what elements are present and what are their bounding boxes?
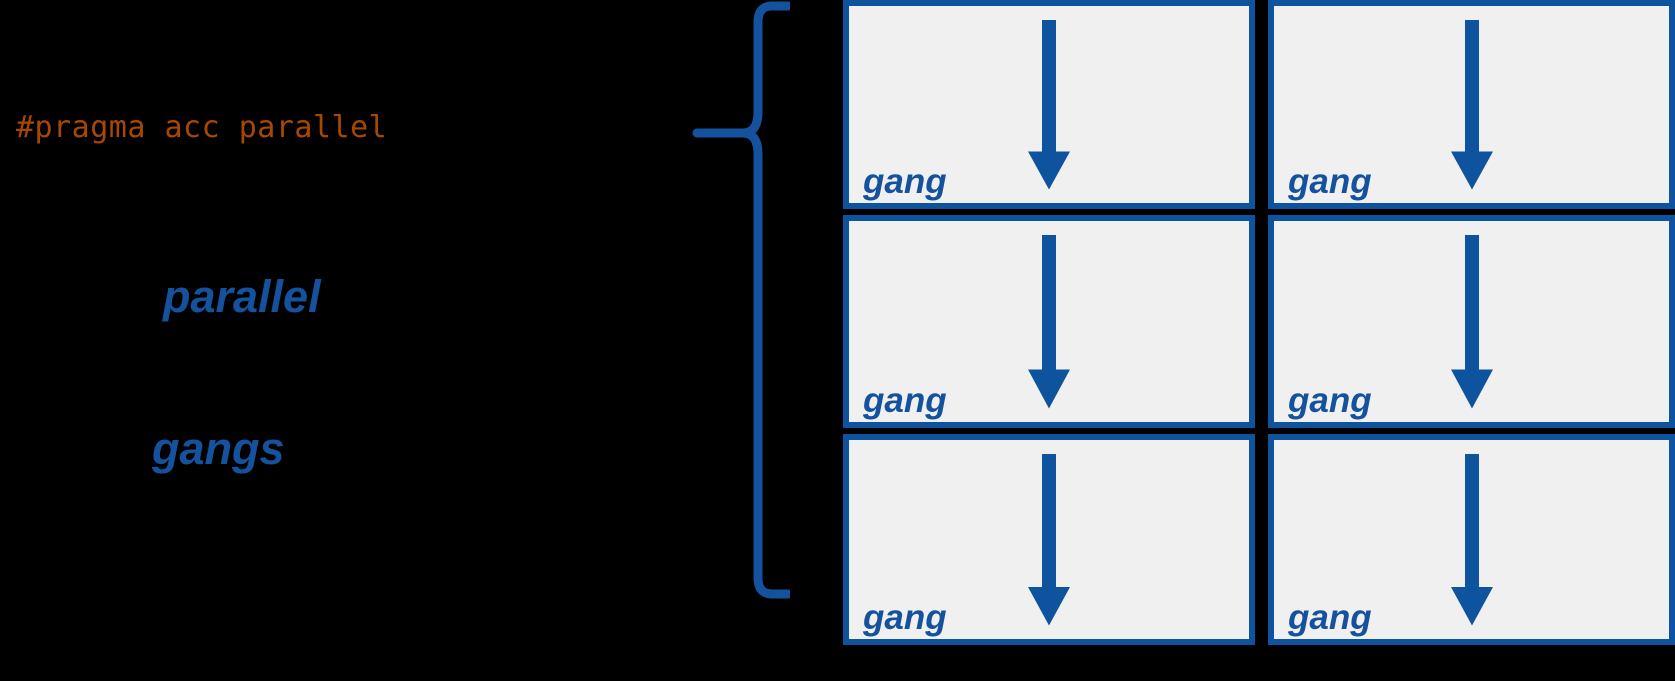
- gang-label: gang: [863, 598, 947, 637]
- curly-brace: [660, 0, 793, 676]
- gang-label: gang: [1288, 598, 1372, 637]
- gang-label: gang: [1288, 381, 1372, 420]
- pragma-code-label: #pragma acc parallel: [16, 110, 388, 145]
- down-arrow-icon: [1028, 454, 1070, 629]
- down-arrow-icon: [1028, 20, 1070, 193]
- curly-brace-icon: [692, 1, 793, 599]
- gang-cell[interactable]: gang: [843, 215, 1255, 428]
- gang-cell[interactable]: gang: [1268, 434, 1675, 645]
- down-arrow-icon: [1450, 235, 1493, 412]
- gang-cell[interactable]: gang: [843, 0, 1255, 209]
- down-arrow-icon: [1028, 235, 1070, 412]
- gang-cell[interactable]: gang: [1268, 215, 1675, 428]
- term-gangs-label: gangs: [152, 423, 285, 474]
- gang-label: gang: [863, 162, 947, 201]
- term-parallel-label: parallel: [163, 271, 321, 322]
- gang-cell[interactable]: gang: [1268, 0, 1675, 209]
- gang-grid: gang gang gang gang: [843, 0, 1675, 645]
- gang-label: gang: [863, 381, 947, 420]
- down-arrow-icon: [1450, 20, 1493, 193]
- gang-label: gang: [1288, 162, 1372, 201]
- down-arrow-icon: [1450, 454, 1493, 629]
- gang-cell[interactable]: gang: [843, 434, 1255, 645]
